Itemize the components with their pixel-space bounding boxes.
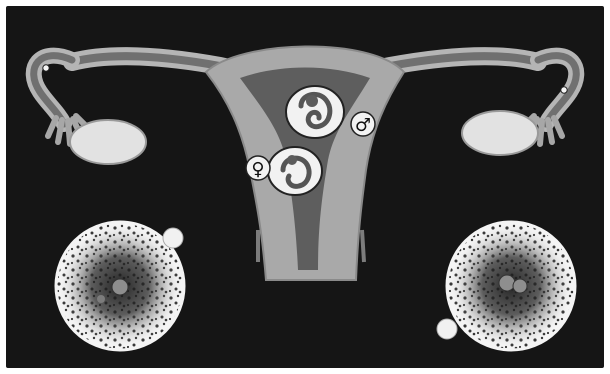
right-polar-body	[437, 319, 457, 339]
male-symbol-badge: ♂	[351, 112, 375, 136]
right-egg-cell	[447, 222, 575, 350]
female-symbol-badge: ♀	[246, 156, 270, 180]
left-polar-body	[163, 228, 183, 248]
male-symbol: ♂	[355, 115, 371, 136]
right-ovary	[462, 111, 538, 155]
lower-embryo-sac	[268, 147, 322, 195]
female-symbol: ♀	[251, 159, 264, 180]
left-ovary	[70, 120, 146, 164]
upper-embryo-sac	[286, 86, 344, 138]
